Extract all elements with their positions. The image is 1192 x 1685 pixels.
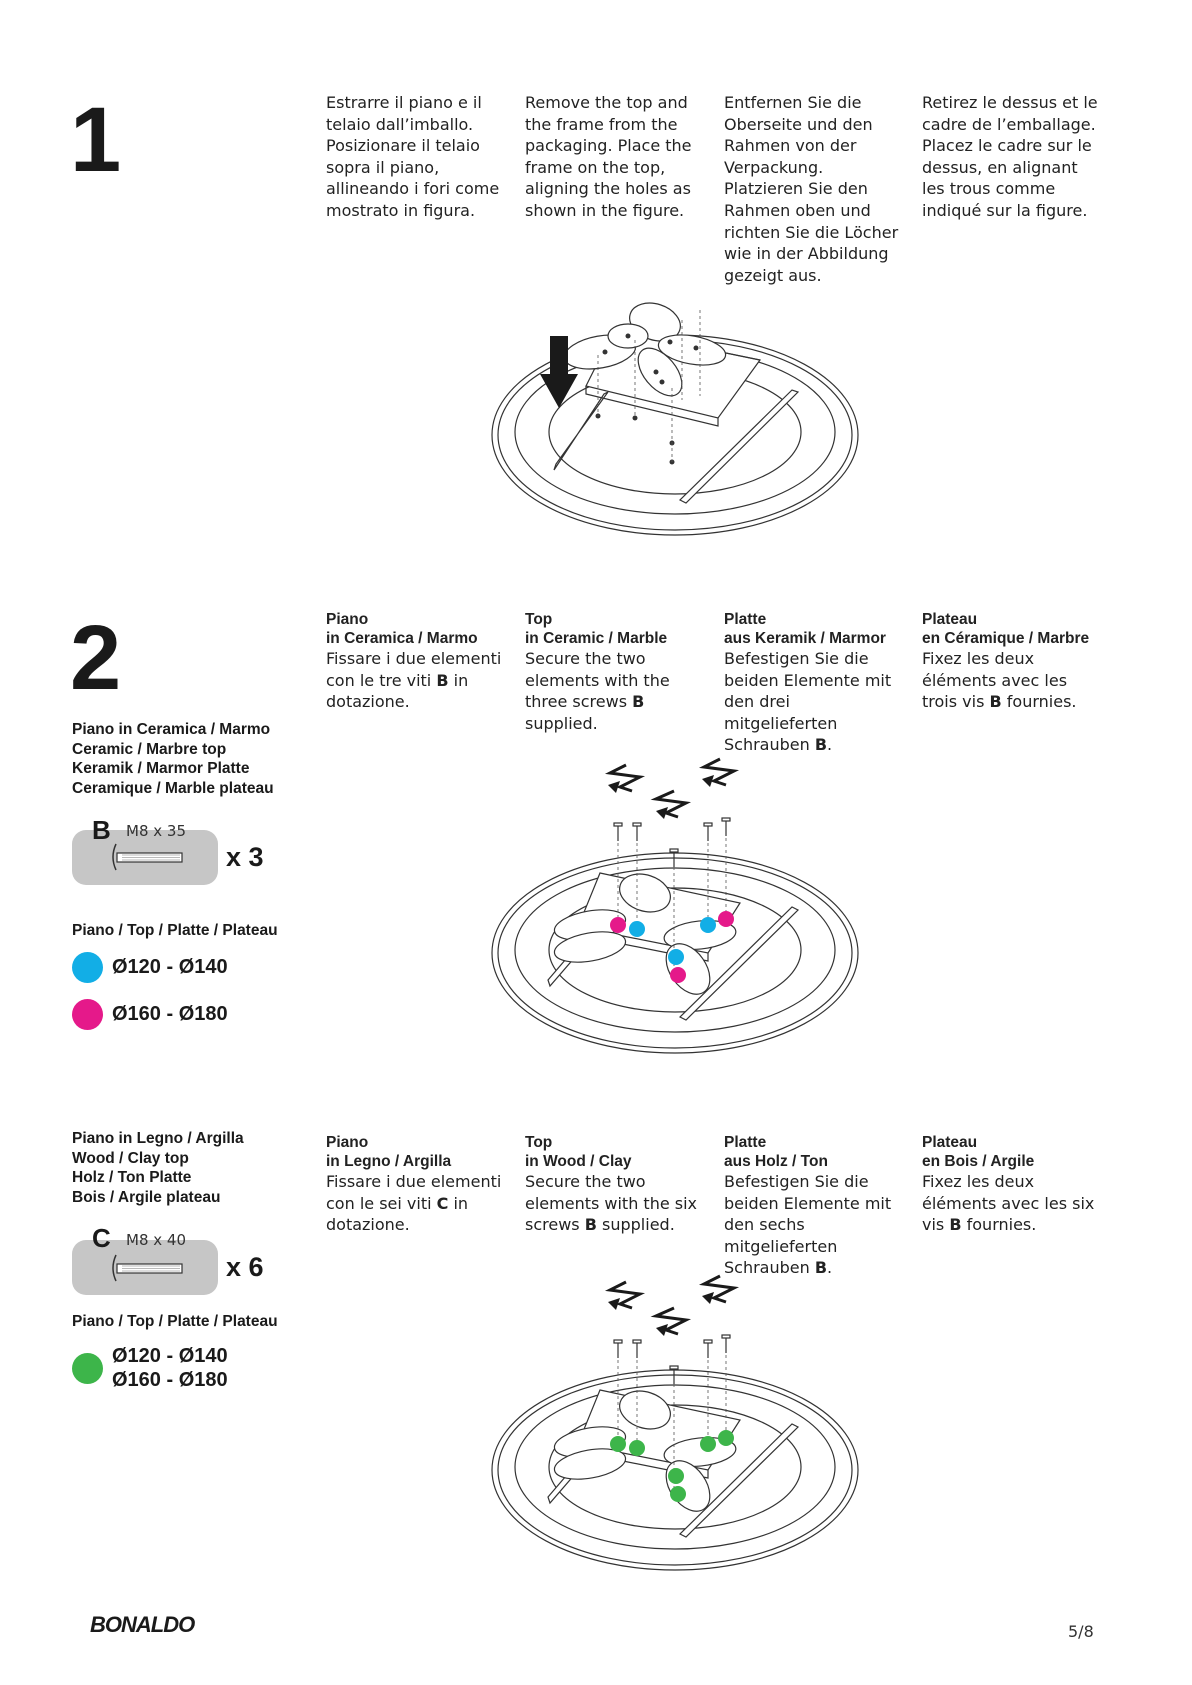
wood-de-heading-2: aus Holz / Ton	[724, 1153, 828, 1170]
ceramic-en-body-end: supplied.	[525, 713, 598, 733]
ceramic-side-title: Piano in Ceramica / Marmo Ceramic / Marb…	[72, 720, 274, 798]
ceramic-title-en: Ceramic / Marbre top	[72, 740, 227, 758]
ceramic-en-body: Secure the two elements with the three s…	[525, 649, 670, 712]
screw-c-letter: C	[92, 1223, 111, 1253]
ceramic-en-heading-1: Top	[525, 611, 553, 628]
wood-de-body: Befestigen Sie die beiden Elemente mit d…	[724, 1172, 892, 1278]
ceramic-text-en: Top in Ceramic / Marble Secure the two e…	[525, 610, 710, 734]
wood-title-fr: Bois / Argile plateau	[72, 1188, 221, 1206]
size-label-large: Ø160 - Ø180	[112, 1003, 228, 1025]
step-2-number: 2	[70, 607, 121, 709]
wood-it-heading-1: Piano	[326, 1134, 369, 1151]
wood-title-en: Wood / Clay top	[72, 1149, 189, 1167]
ceramic-en-screw-ref: B	[632, 692, 645, 712]
wood-fr-screw-ref: B	[949, 1215, 962, 1235]
step-1-number: 1	[70, 89, 121, 191]
wood-en-body-end: supplied.	[596, 1215, 675, 1235]
ceramic-fr-heading-2: en Céramique / Marbre	[922, 630, 1090, 647]
wood-de-heading-1: Platte	[724, 1134, 767, 1151]
wood-it-screw-ref: C	[436, 1193, 449, 1213]
ceramic-de-heading-2: aus Keramik / Marmor	[724, 630, 886, 647]
screw-icon	[112, 1254, 183, 1282]
wood-title-de: Holz / Ton Platte	[72, 1169, 192, 1186]
screw-c-size: M8 x 40	[126, 1231, 186, 1249]
ceramic-it-body: Fissare i due elementi con le tre viti	[326, 649, 502, 690]
ceramic-text-fr: Plateau en Céramique / Marbre Fixez les …	[922, 610, 1107, 713]
size-dot-blue	[72, 952, 103, 983]
ceramic-fr-body-end: fournies.	[1001, 692, 1077, 712]
size-dot-green	[72, 1353, 103, 1384]
step-1-text-it: Estrarre il piano e il telaio dall’imbal…	[326, 93, 500, 220]
ceramic-fr-screw-ref: B	[989, 692, 1002, 712]
wood-fr-body-end: fournies.	[961, 1215, 1037, 1235]
wood-it-heading-2: in Legno / Argilla	[326, 1153, 452, 1170]
wood-en-screw-ref: B	[584, 1215, 597, 1235]
step-1-text-fr: Retirez le dessus et le cadre de l’embal…	[922, 93, 1098, 220]
wood-assembly-illustration	[491, 1274, 859, 1571]
wood-size-label-2: Ø160 - Ø180	[112, 1369, 228, 1391]
ceramic-text-it: Piano in Ceramica / Marmo Fissare i due …	[326, 610, 511, 713]
ceramic-it-body-end: in dotazione.	[326, 670, 469, 712]
ceramic-title-it: Piano in Ceramica / Marmo	[72, 721, 271, 738]
ceramic-text-de: Platte aus Keramik / Marmor Befestigen S…	[724, 610, 904, 756]
wood-fr-body: Fixez les deux éléments avec les six vis	[922, 1172, 1095, 1235]
screw-b-letter: B	[92, 815, 111, 845]
page-number: 5/8	[1068, 1622, 1094, 1641]
ceramic-fr-body: Fixez les deux éléments avec les trois v…	[922, 649, 1068, 712]
ceramic-title-fr: Ceramique / Marble plateau	[72, 779, 274, 797]
screw-b-size: M8 x 35	[126, 822, 186, 840]
ceramic-en-heading-2: in Ceramic / Marble	[525, 630, 668, 647]
ceramic-de-body-end: .	[827, 735, 833, 755]
wood-it-body-end: in dotazione.	[326, 1193, 469, 1235]
ceramic-fr-heading-1: Plateau	[922, 611, 978, 628]
wood-de-screw-ref: B	[814, 1258, 828, 1278]
ceramic-de-body: Befestigen Sie die beiden Elemente mit d…	[724, 649, 892, 755]
step-1-text-de: Entfernen Sie die Oberseite und den Rahm…	[724, 93, 899, 285]
ceramic-it-heading-2: in Ceramica / Marmo	[326, 630, 478, 647]
wood-title-it: Piano in Legno / Argilla	[72, 1130, 244, 1147]
brand-logo: BONALDO	[90, 1612, 195, 1637]
size-label-small: Ø120 - Ø140	[112, 956, 228, 978]
wood-fr-heading-1: Plateau	[922, 1134, 978, 1151]
wood-size-label-1: Ø120 - Ø140	[112, 1345, 228, 1367]
wood-it-body: Fissare i due elementi con le sei viti	[326, 1172, 502, 1213]
wood-text-it: Piano in Legno / Argilla Fissare i due e…	[326, 1133, 511, 1236]
wood-top-label: Piano / Top / Platte / Plateau	[72, 1313, 278, 1330]
wood-en-body: Secure the two elements with the six scr…	[525, 1172, 698, 1235]
wood-fr-heading-2: en Bois / Argile	[922, 1153, 1035, 1170]
step-1-text-en: Remove the top and the frame from the pa…	[525, 93, 692, 220]
wood-text-de: Platte aus Holz / Ton Befestigen Sie die…	[724, 1133, 904, 1279]
screw-c-quantity: x 6	[226, 1252, 264, 1282]
ceramic-title-de: Keramik / Marmor Platte	[72, 760, 250, 777]
ceramic-hole-markers	[610, 911, 734, 983]
step-1-illustration	[491, 302, 859, 536]
screw-b-quantity: x 3	[226, 842, 264, 872]
wood-en-heading-2: in Wood / Clay	[525, 1153, 632, 1170]
wood-text-fr: Plateau en Bois / Argile Fixez les deux …	[922, 1133, 1102, 1236]
ceramic-de-screw-ref: B	[814, 735, 828, 755]
wood-en-heading-1: Top	[525, 1134, 553, 1151]
ceramic-de-heading-1: Platte	[724, 611, 767, 628]
ceramic-it-screw-ref: B	[436, 670, 449, 690]
ceramic-assembly-illustration	[491, 757, 859, 1054]
wood-text-en: Top in Wood / Clay Secure the two elemen…	[525, 1133, 710, 1236]
wood-side-title: Piano in Legno / Argilla Wood / Clay top…	[72, 1129, 244, 1207]
ceramic-it-heading-1: Piano	[326, 611, 369, 628]
ceramic-top-label: Piano / Top / Platte / Plateau	[72, 922, 278, 939]
screw-icon	[112, 843, 183, 871]
size-dot-magenta	[72, 999, 103, 1030]
wood-de-body-end: .	[827, 1258, 833, 1278]
